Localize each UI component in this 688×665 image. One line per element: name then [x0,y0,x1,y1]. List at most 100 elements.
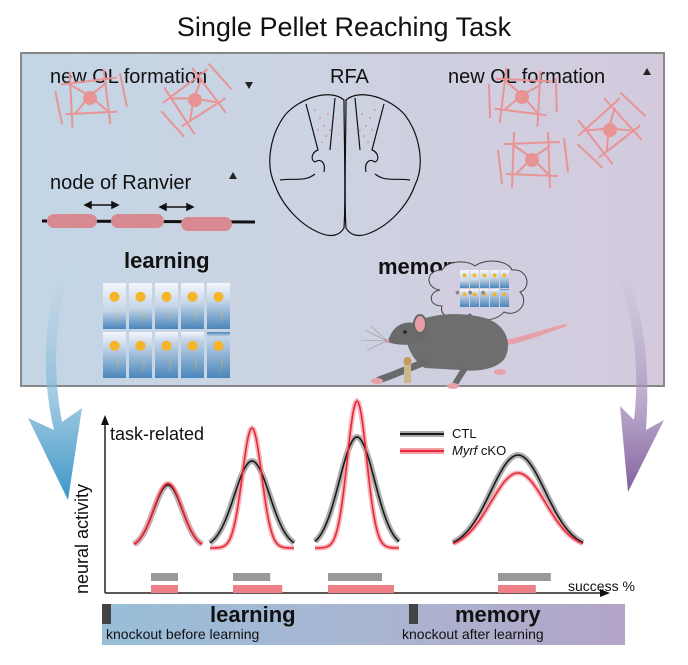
timeline-learning-sub: knockout before learning [106,626,260,642]
sun-icon [482,273,487,278]
right-ol-heading-text: new OL formation [448,66,606,88]
node-arrow-up-icon [229,172,237,194]
right-ol-heading: new OL formation [448,66,605,89]
day-cell [460,270,469,288]
day-cell [207,283,230,329]
x-axis-arrow-icon [600,589,610,597]
sun-icon [187,291,198,302]
ctl-success-bar [151,573,178,581]
sun-icon [161,291,172,302]
myelin-segment [47,214,97,228]
oligodendrocyte-cells [54,62,646,189]
legend-cko: Myrf cKO [452,443,506,458]
sun-icon [135,340,146,351]
arrow-down-icon [245,68,253,89]
day-cell [155,332,178,378]
day-cell [207,332,230,378]
day-cell [155,283,178,329]
sun-icon [472,273,477,278]
sun-icon [492,292,497,297]
stage-4 [451,451,585,593]
cko-curve-halo [452,470,584,546]
learning-label: learning [124,248,210,273]
x-axis-label: success % [568,578,635,594]
sun-icon [462,292,467,297]
myelin-segment [111,214,164,228]
cko-success-bar [328,585,394,593]
cko-curve [133,482,203,545]
ctl-success-bar [498,573,551,581]
timeline-memory-sub: knockout after learning [402,626,544,642]
myelin-segment [181,217,232,231]
ctl-curve [314,436,400,543]
timeline-memory-label: memory [455,602,541,627]
sun-icon [502,292,507,297]
day-cell [460,289,469,307]
cko-success-bar [498,585,536,593]
legend-ctl: CTL [452,426,477,441]
cko-success-bar [233,585,283,593]
cko-curve [315,399,399,549]
oligodendrocyte-icon [576,91,646,169]
day-cell [490,289,499,307]
timeline-learning-label: learning [210,602,296,627]
knockout-marker-memory [409,604,418,624]
stage-1 [132,480,204,593]
cko-curve-halo [132,480,204,547]
sun-icon [213,340,224,351]
ctl-success-bar [328,573,382,581]
rfa-label: RFA [330,66,369,88]
sun-icon [187,340,198,351]
oligodendrocyte-icon [488,67,558,127]
memory-arrow-icon [612,260,664,492]
double-arrow-icon [158,202,195,212]
phase-timeline: learning knockout before learning memory… [102,602,625,645]
left-ol-heading-text: new OL formation [50,66,208,88]
sun-icon [213,291,224,302]
sun-icon [135,291,146,302]
oligodendrocyte-icon [497,131,569,189]
sun-icon [109,340,120,351]
day-cell [480,270,489,288]
sun-icon [109,291,120,302]
knockout-marker-learning [102,604,111,624]
sun-icon [472,292,477,297]
y-axis-label: neural activity [72,483,92,594]
ctl-curve [209,460,295,544]
day-cell [181,283,204,329]
day-cell [500,289,509,307]
sun-icon [492,273,497,278]
double-arrow-icon [83,200,120,210]
myelinated-axon-icon [41,200,256,231]
day-cell [470,270,479,288]
sun-icon [502,273,507,278]
arrow-up-icon [643,68,651,90]
cko-success-bar [151,585,178,593]
day-cell [490,270,499,288]
stage-2 [208,424,296,593]
day-cell [181,332,204,378]
ctl-curve-halo [208,457,296,546]
sun-icon [482,292,487,297]
day-cell [103,283,126,329]
cko-curve [452,472,584,545]
legend-cko-suffix: cKO [477,443,507,458]
day-cell [480,289,489,307]
brain-section-diagram [269,94,421,237]
rfa-dots [314,109,376,143]
ctl-curve [452,454,584,544]
day-night-grid [103,283,230,378]
memory-day-grid [460,270,509,307]
day-cell [129,283,152,329]
day-cell [103,332,126,378]
mouse-illustration [360,314,567,389]
ctl-success-bar [233,573,271,581]
oligodendrocyte-icon [160,62,233,138]
day-cell [470,289,479,307]
legend-cko-gene: Myrf [452,443,478,458]
chart-title: task-related [110,424,205,444]
day-cell [129,332,152,378]
node-of-ranvier-label: node of Ranvier [50,172,192,194]
y-axis-arrow-icon [101,415,109,425]
